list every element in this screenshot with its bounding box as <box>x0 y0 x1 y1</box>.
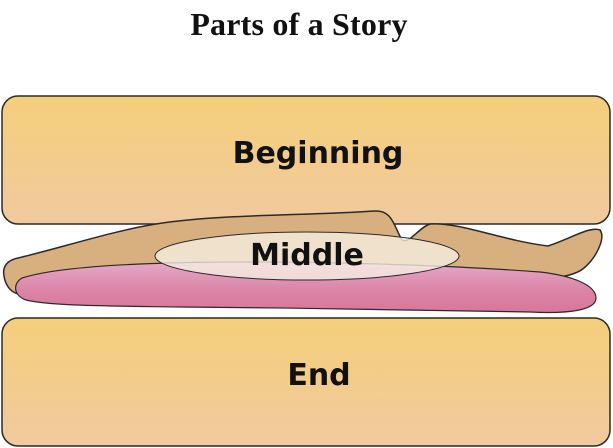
diagram-title: Parts of a Story <box>190 6 408 42</box>
end-label: End <box>287 358 350 393</box>
middle-label: Middle <box>250 238 364 273</box>
end-bread <box>1 317 611 447</box>
beginning-label: Beginning <box>233 136 404 171</box>
middle-oval <box>154 231 460 281</box>
